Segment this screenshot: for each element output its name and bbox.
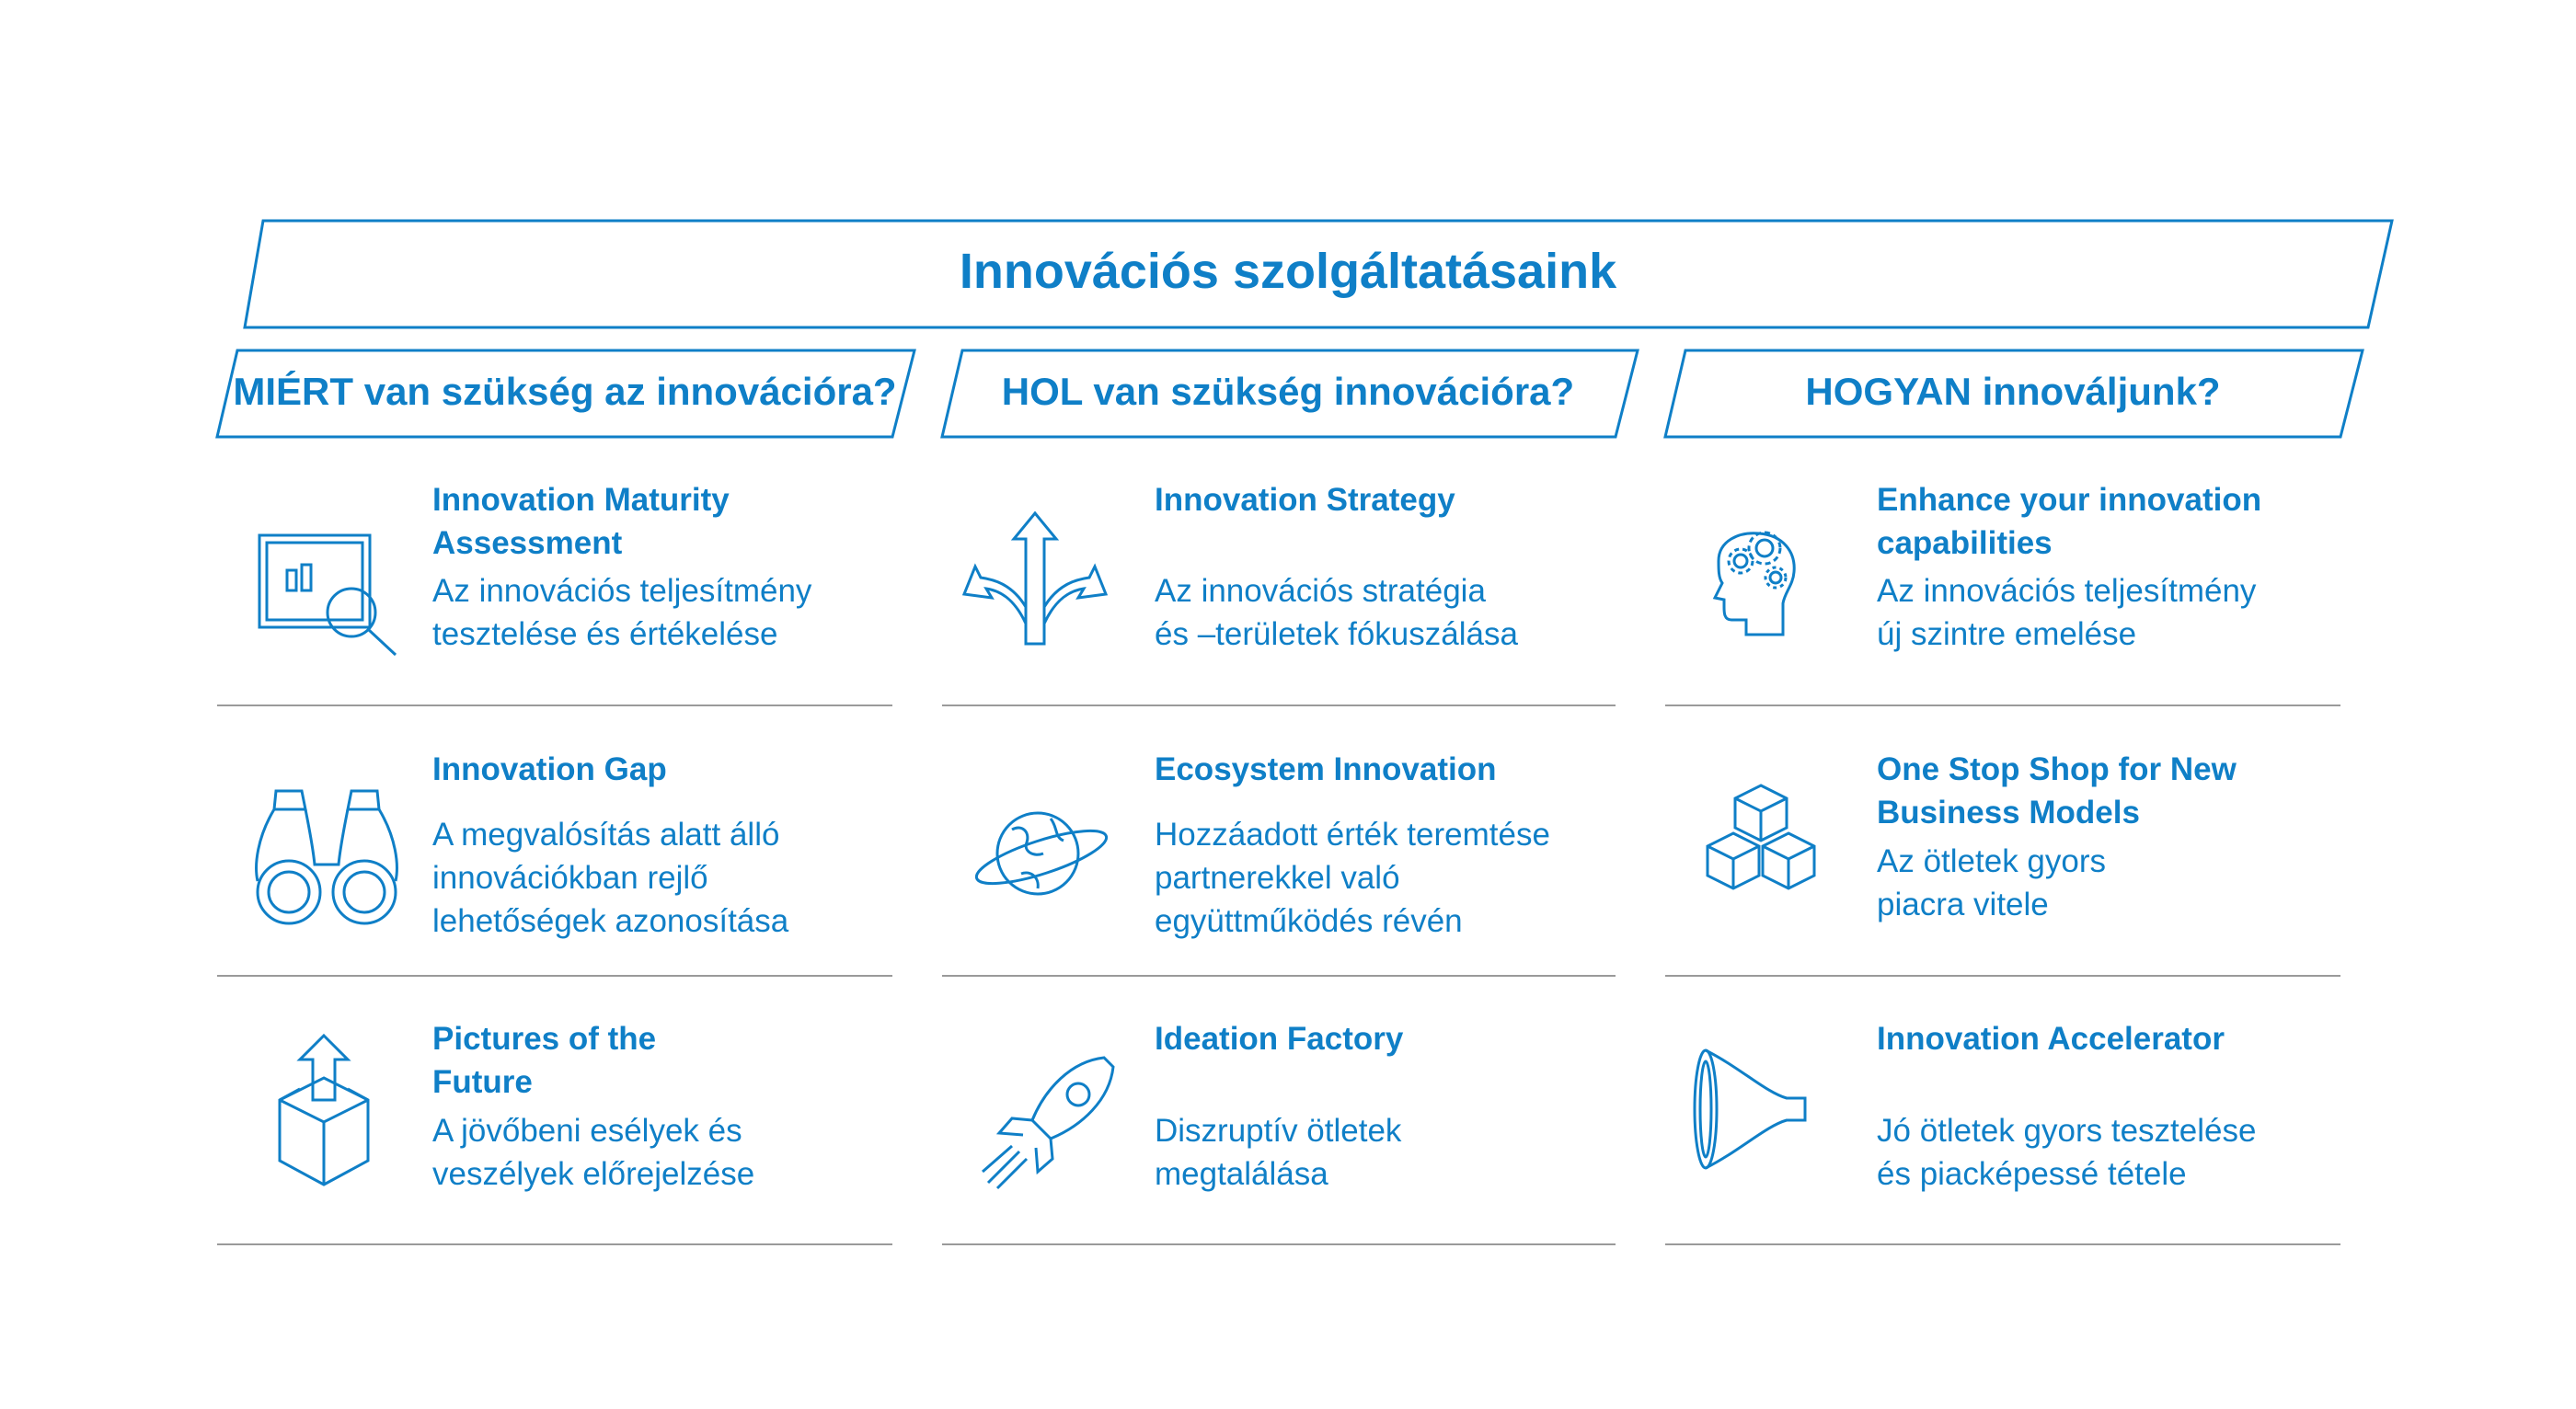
column-3-heading-outline (1663, 349, 2364, 439)
direction-arrows-icon (957, 506, 1113, 662)
column-3-heading: HOGYAN innováljunk? (1805, 370, 2221, 413)
row-3-separator-col-1 (217, 1243, 892, 1245)
column-1-heading: MIÉRT van szükség az innovációra? (233, 370, 897, 413)
item-desc-accelerator: Jó ötletek gyors tesztelése és piacképes… (1877, 1113, 2257, 1192)
planet-globe-icon (966, 782, 1122, 938)
item-desc-strategy: Az innovációs stratégia és –területek fó… (1155, 573, 1518, 652)
item-title-maturity: Innovation Maturity Assessment (432, 482, 730, 561)
assessment-magnifier-icon (248, 515, 405, 671)
column-1-heading-outline (215, 349, 916, 439)
head-gears-icon (1674, 506, 1831, 662)
row-2-separator-col-2 (942, 975, 1616, 977)
item-desc-maturity: Az innovációs teljesítmény tesztelése és… (432, 573, 812, 652)
row-3-separator-col-2 (942, 1243, 1616, 1245)
row-2-separator-col-3 (1665, 975, 2340, 977)
item-title-ideation-factory: Ideation Factory (1155, 1021, 1404, 1057)
item-desc-enhance: Az innovációs teljesítmény új szintre em… (1877, 573, 2257, 652)
item-desc-ideation-factory: Diszruptív ötletek megtalálása (1155, 1113, 1402, 1192)
item-desc-gap: A megvalósítás alatt álló innovációkban … (432, 817, 789, 939)
item-title-enhance: Enhance your innovation capabilities (1877, 482, 2262, 561)
row-3-separator-col-3 (1665, 1243, 2340, 1245)
stacked-cubes-icon (1684, 773, 1840, 929)
row-1-separator-col-1 (217, 704, 892, 706)
row-1-separator-col-2 (942, 704, 1616, 706)
item-title-gap: Innovation Gap (432, 751, 667, 787)
funnel-icon (1684, 1030, 1840, 1186)
item-title-strategy: Innovation Strategy (1155, 482, 1455, 518)
item-title-accelerator: Innovation Accelerator (1877, 1021, 2225, 1057)
binoculars-icon (248, 773, 405, 929)
item-title-pictures-of-the-future: Pictures of the Future (432, 1021, 657, 1100)
item-title-one-stop-shop: One Stop Shop for New Business Models (1877, 751, 2237, 831)
column-2-heading: HOL van szükség innovációra? (1001, 370, 1575, 413)
page-title: Innovációs szolgáltatásaink (959, 244, 1617, 299)
row-2-separator-col-1 (217, 975, 892, 977)
item-desc-one-stop-shop: Az ötletek gyors piacra vitele (1877, 843, 2106, 922)
item-title-ecosystem: Ecosystem Innovation (1155, 751, 1497, 787)
item-desc-pictures-of-the-future: A jövőbeni esélyek és veszélyek előrejel… (432, 1113, 755, 1192)
box-upload-icon (248, 1030, 405, 1186)
title-banner-outline (243, 219, 2394, 329)
item-desc-ecosystem: Hozzáadott érték teremtése partnerekkel … (1155, 817, 1550, 939)
column-2-heading-outline (940, 349, 1639, 439)
row-1-separator-col-3 (1665, 704, 2340, 706)
rocket-icon (975, 1048, 1132, 1205)
